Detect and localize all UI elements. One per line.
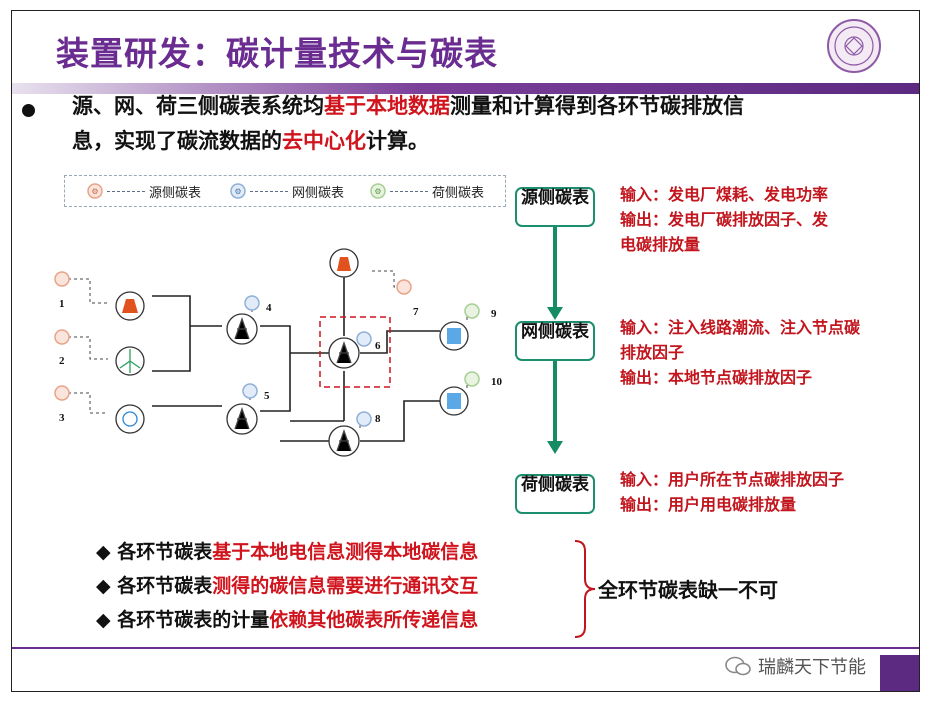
- node-number: 10: [491, 376, 503, 388]
- conclusion-text: 全环节碳表缺一不可: [598, 578, 778, 602]
- grid-meter-8-icon: [356, 411, 372, 427]
- grid-meter-6-icon: [356, 331, 372, 347]
- source-meter-icon: ⚙: [87, 183, 103, 199]
- svg-text:⚙: ⚙: [91, 187, 98, 196]
- grid-input: 输入：注入线路潮流、注入节点碳: [620, 318, 861, 337]
- load-meter-icon: ⚙: [370, 183, 386, 199]
- node-number: 7: [413, 306, 419, 318]
- load-meters: [464, 303, 480, 387]
- node-number: 5: [264, 390, 270, 402]
- load-io: 输入：用户所在节点碳排放因子 输出：用户用电碳排放量: [620, 467, 844, 517]
- diagram-legend: ⚙ 源侧碳表 ⚙ 网侧碳表 ⚙ 荷侧碳表: [64, 175, 506, 207]
- network-diagram: 1 2 3 4 5 6 7 8 9 10: [54, 248, 503, 457]
- equipment-nodes: [115, 248, 469, 457]
- point-text: 各环节碳表: [117, 541, 213, 563]
- load-meter-9-icon: [464, 303, 480, 319]
- point-highlight: 测得的碳信息需要进行通讯交互: [212, 575, 479, 597]
- flow-box-load: 荷侧碳表: [515, 474, 595, 514]
- svg-text:⚙: ⚙: [234, 187, 241, 196]
- intro-text: 计算。: [366, 129, 429, 153]
- grid-meter-5-icon: [242, 383, 258, 399]
- intro-text: 息，实现了碳流数据的: [72, 129, 282, 153]
- hydro-plant-icon: [115, 404, 145, 434]
- legend-item-source: ⚙ 源侧碳表: [87, 180, 201, 202]
- bullet-dot: [22, 104, 35, 117]
- right-brace-icon: [574, 540, 596, 638]
- source-meters: [54, 271, 412, 401]
- flow-arrowhead-2: [547, 441, 563, 454]
- key-point: ◆ 各环节碳表的计量依赖其他碳表所传递信息: [96, 603, 478, 637]
- point-text: 各环节碳表的计量: [117, 609, 270, 631]
- node-number: 6: [375, 340, 381, 352]
- grid-meters: [242, 295, 372, 427]
- flow-box-grid: 网侧碳表: [515, 321, 595, 361]
- legend-label: 源侧碳表: [149, 185, 202, 201]
- intro-line-1: 源、网、荷三侧碳表系统均基于本地数据测量和计算得到各环节碳排放信: [72, 89, 902, 124]
- flow-box-source: 源侧碳表: [515, 187, 595, 227]
- flow-arrowhead-1: [547, 307, 563, 320]
- watermark-text: 瑞麟天下节能: [758, 657, 866, 678]
- source-meter-1-icon: [54, 271, 70, 287]
- intro-text: 测量和计算得到各环节碳排放信: [450, 94, 744, 118]
- load-meter-10-icon: [464, 371, 480, 387]
- grid-meter-icon: ⚙: [230, 183, 246, 199]
- flow-arrow-2: [553, 361, 557, 443]
- node-number: 1: [59, 298, 65, 310]
- source-output-cont: 电碳排放量: [620, 235, 701, 254]
- diamond-bullet-icon: ◆: [96, 575, 111, 597]
- grid-output: 输出：本地节点碳排放因子: [620, 368, 813, 387]
- node-numbers: 1 2 3 4 5 6 7 8 9 10: [59, 298, 503, 425]
- load-output: 输出：用户用电碳排放量: [620, 495, 797, 514]
- point-text: 各环节碳表: [117, 575, 213, 597]
- key-points: ◆ 各环节碳表基于本地电信息测得本地碳信息 ◆ 各环节碳表测得的碳信息需要进行通…: [96, 535, 478, 637]
- legend-label: 网侧碳表: [292, 185, 345, 201]
- corner-block: [880, 655, 919, 691]
- diamond-bullet-icon: ◆: [96, 609, 111, 631]
- university-emblem-icon: [827, 19, 881, 73]
- highlight-box: [319, 316, 391, 388]
- source-output: 输出：发电厂碳排放因子、发: [620, 210, 829, 229]
- node-number: 3: [59, 412, 65, 424]
- grid-io: 输入：注入线路潮流、注入节点碳 排放因子 输出：本地节点碳排放因子: [620, 315, 860, 390]
- key-point: ◆ 各环节碳表基于本地电信息测得本地碳信息: [96, 535, 478, 569]
- intro-text: 源、网、荷三侧碳表系统均: [72, 94, 324, 118]
- node-number: 2: [59, 355, 65, 367]
- watermark: 瑞麟天下节能: [724, 653, 866, 679]
- wechat-icon: [725, 656, 751, 676]
- source-meter-3-icon: [54, 385, 70, 401]
- title-rule: [12, 83, 919, 94]
- slide-title: 装置研发：碳计量技术与碳表: [56, 34, 498, 73]
- intro-paragraph: 源、网、荷三侧碳表系统均基于本地数据测量和计算得到各环节碳排放信 息，实现了碳流…: [72, 89, 902, 159]
- slide: 装置研发：碳计量技术与碳表 源、网、荷三侧碳表系统均基于本地数据测量和计算得到各…: [11, 10, 920, 692]
- key-point: ◆ 各环节碳表测得的碳信息需要进行通讯交互: [96, 569, 478, 603]
- load-input: 输入：用户所在节点碳排放因子: [620, 470, 845, 489]
- node-number: 9: [491, 308, 497, 320]
- grid-input-cont: 排放因子: [620, 343, 685, 362]
- node-number: 8: [375, 413, 381, 425]
- svg-text:⚙: ⚙: [374, 187, 381, 196]
- flow-arrow-1: [553, 227, 557, 309]
- source-meter-2-icon: [54, 329, 70, 345]
- grid-meter-4-icon: [244, 295, 260, 311]
- bottom-rule: [12, 647, 919, 649]
- source-input: 输入：发电厂煤耗、发电功率: [620, 185, 829, 204]
- source-io: 输入：发电厂煤耗、发电功率 输出：发电厂碳排放因子、发 电碳排放量: [620, 182, 828, 257]
- source-meter-7-icon: [396, 279, 412, 295]
- intro-highlight: 基于本地数据: [324, 94, 450, 118]
- intro-line-2: 息，实现了碳流数据的去中心化计算。: [72, 124, 902, 159]
- legend-item-grid: ⚙ 网侧碳表: [230, 180, 344, 202]
- legend-label: 荷侧碳表: [432, 185, 485, 201]
- diamond-bullet-icon: ◆: [96, 541, 111, 563]
- node-number: 4: [266, 302, 272, 314]
- intro-highlight: 去中心化: [282, 129, 366, 153]
- legend-item-load: ⚙ 荷侧碳表: [370, 180, 484, 202]
- point-highlight: 基于本地电信息测得本地碳信息: [212, 541, 479, 563]
- power-lines: [152, 266, 440, 442]
- point-highlight: 依赖其他碳表所传递信息: [269, 609, 479, 631]
